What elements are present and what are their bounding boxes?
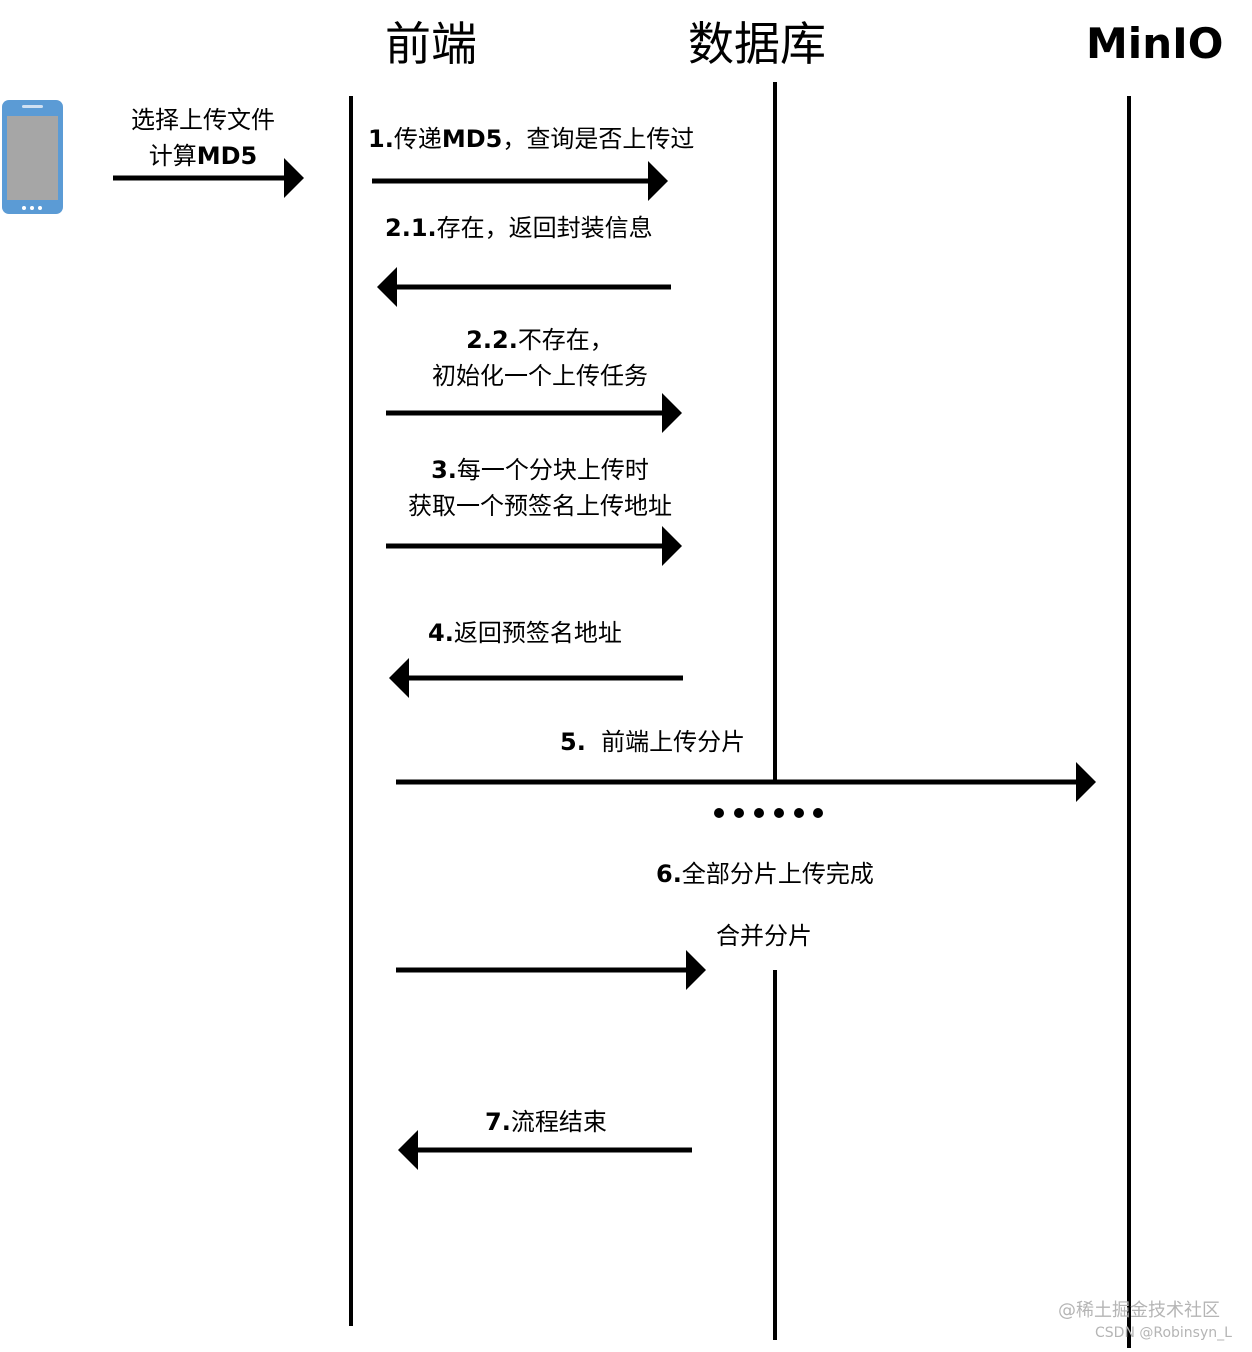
arrow-client-to-frontend	[113, 158, 304, 198]
ellipsis-dots	[714, 808, 823, 818]
watermark-csdn: CSDN @Robinsyn_L	[1095, 1325, 1232, 1341]
step-7-label: 7.流程结束	[485, 1108, 607, 1136]
arrow-step-2-1	[377, 267, 671, 307]
step-5-label: 5. 前端上传分片	[560, 728, 746, 756]
watermark-juejin: @稀土掘金技术社区	[1058, 1300, 1220, 1321]
step-6-label: 6.全部分片上传完成	[656, 860, 874, 888]
step-2-2-label: 2.2.不存在， 初始化一个上传任务	[432, 326, 648, 390]
client-label-line1: 选择上传文件	[131, 106, 275, 134]
client-label-line2: 计算MD5	[148, 142, 258, 170]
step-4-label: 4.返回预签名地址	[428, 619, 622, 647]
lane-title-frontend: 前端	[385, 17, 477, 71]
arrow-step-1	[372, 161, 668, 201]
lane-title-database: 数据库	[688, 17, 826, 71]
phone-icon	[2, 100, 63, 214]
arrow-step-6	[396, 950, 706, 990]
arrow-step-7	[398, 1130, 692, 1170]
arrow-step-4	[389, 658, 683, 698]
arrow-step-3	[386, 526, 682, 566]
step-1-label: 1.传递MD5，查询是否上传过	[368, 125, 695, 153]
step-2-1-label: 2.1.存在，返回封装信息	[385, 214, 653, 242]
client-label: 选择上传文件 计算MD5	[110, 102, 296, 174]
step-3-label: 3.每一个分块上传时 获取一个预签名上传地址	[408, 456, 672, 520]
arrow-step-5	[396, 762, 1096, 802]
arrow-step-2-2	[386, 393, 682, 433]
lane-title-minio: MinIO	[1086, 19, 1224, 68]
step-6-label-merge: 合并分片	[716, 922, 812, 950]
